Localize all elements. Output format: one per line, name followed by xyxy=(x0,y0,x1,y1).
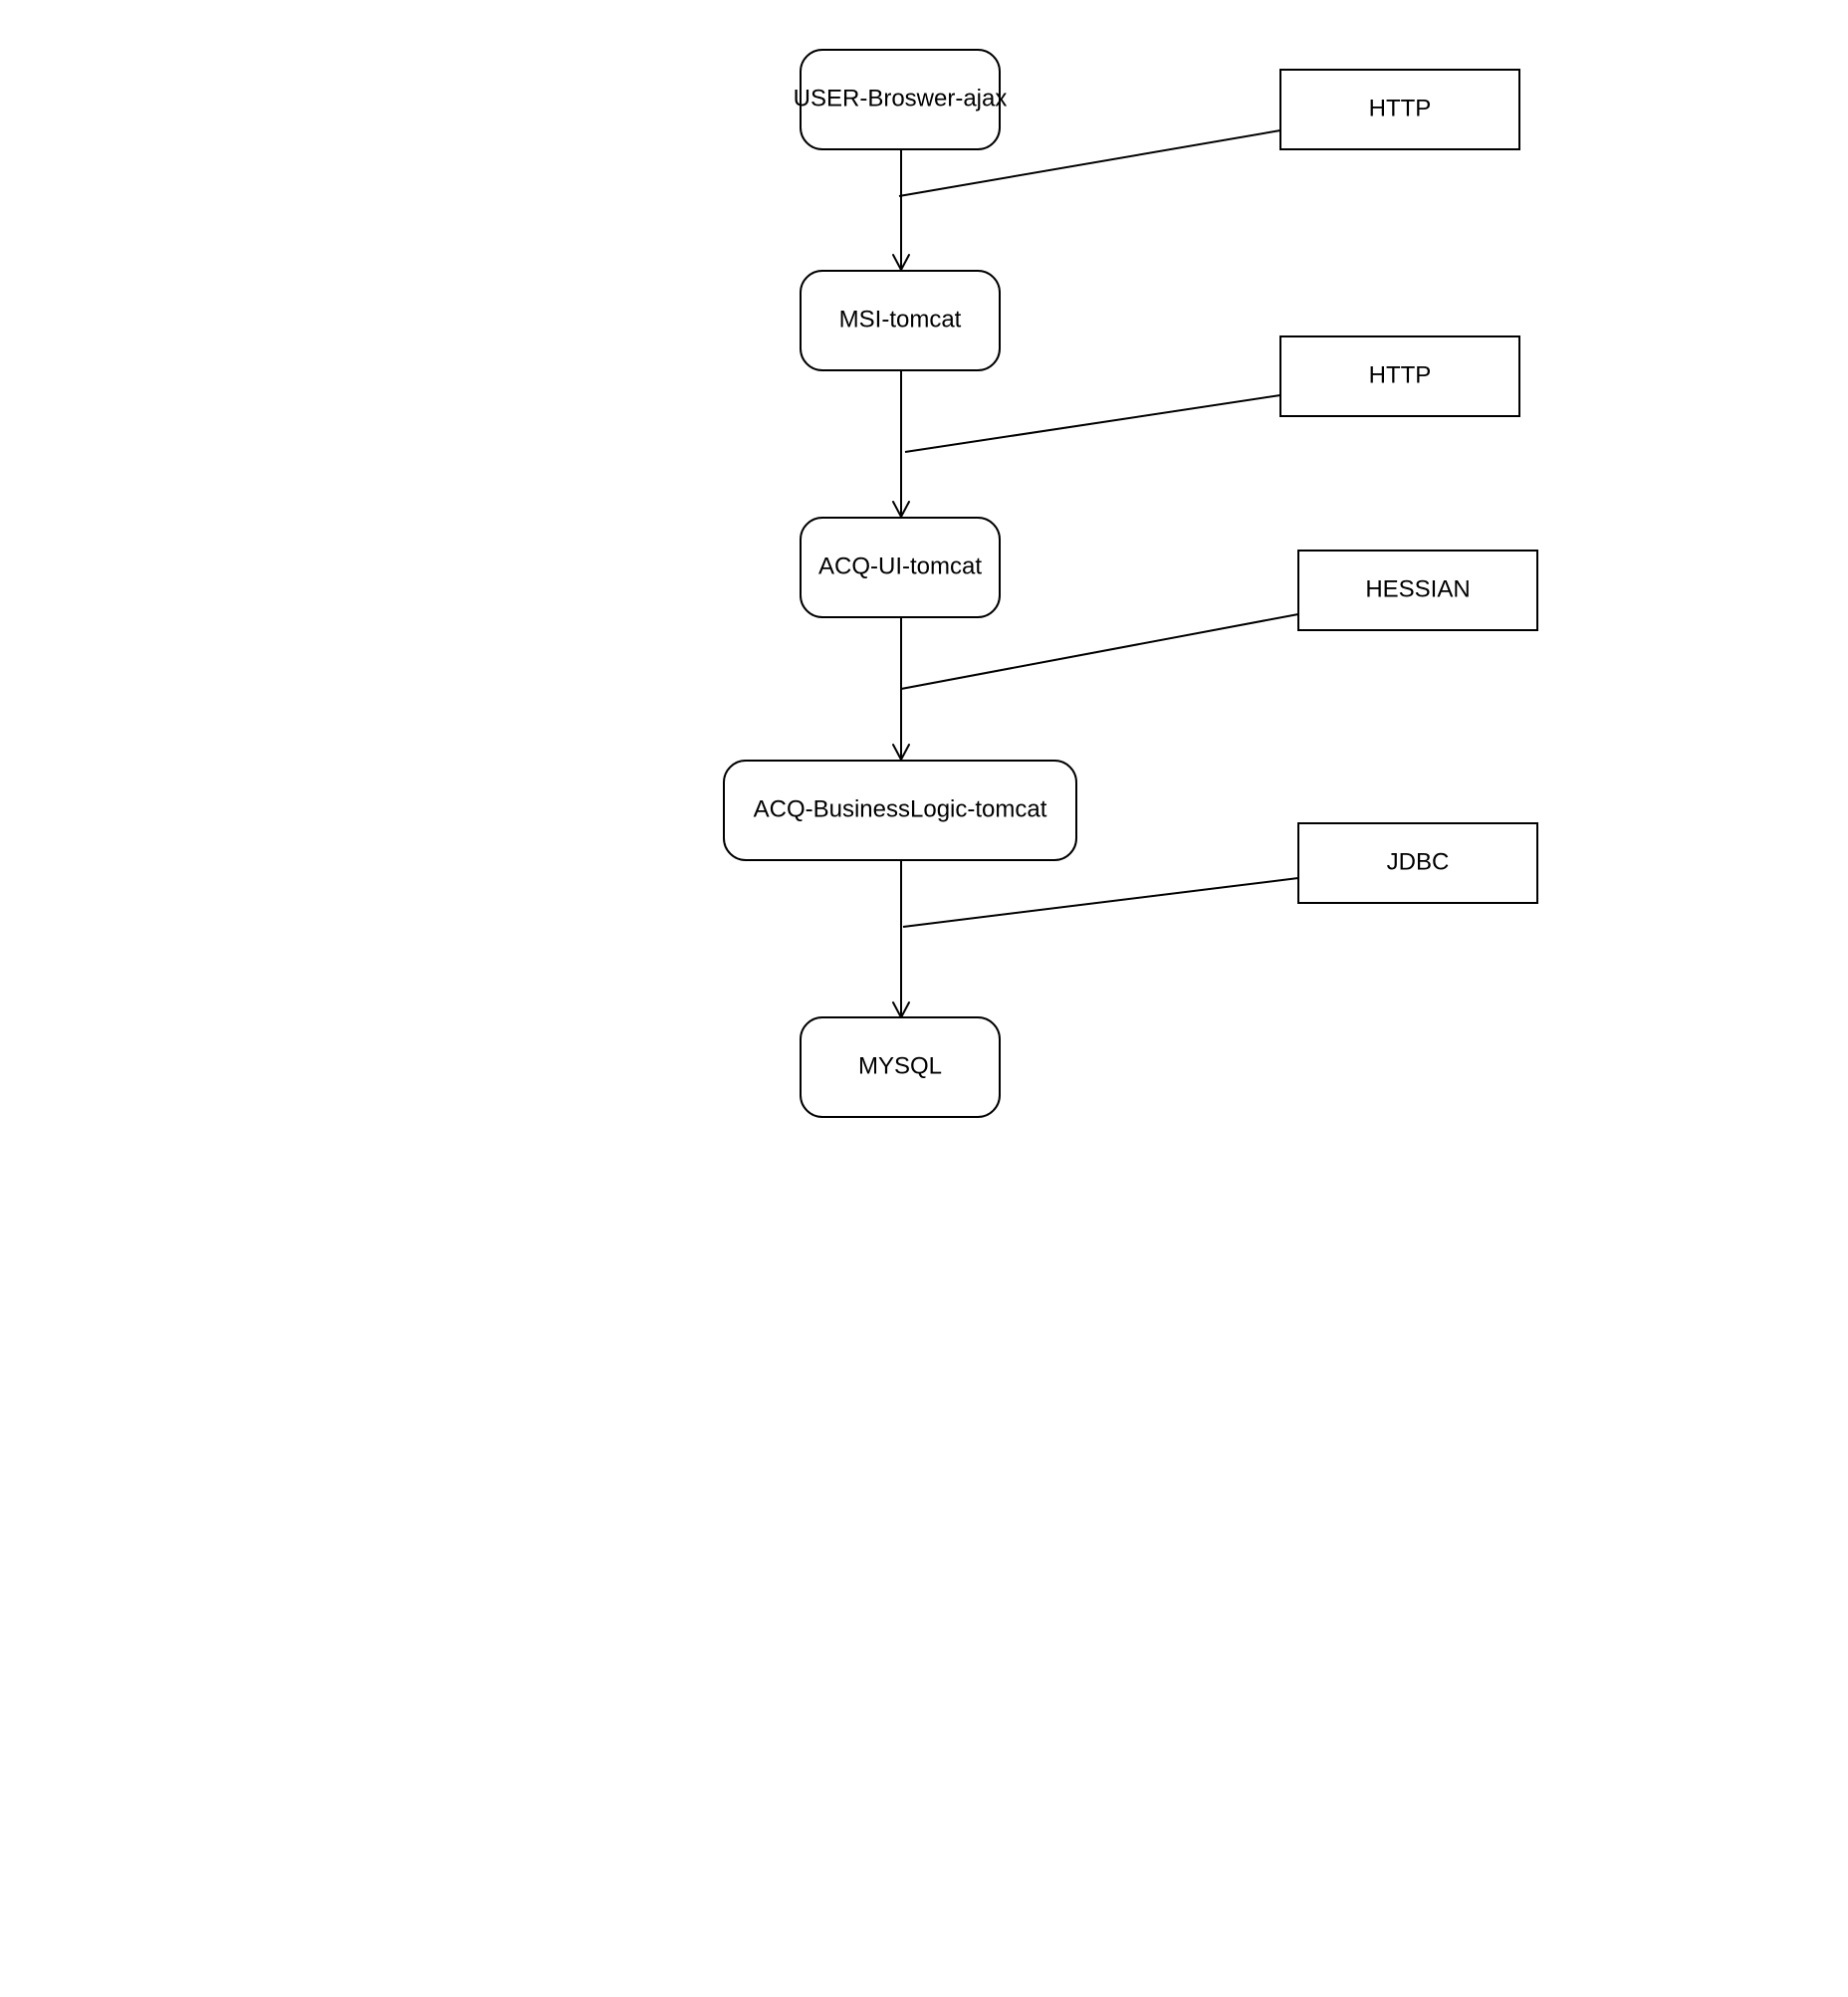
protocol-box-http-1-label: HTTP xyxy=(1369,95,1432,121)
protocol-box-hessian-box xyxy=(1297,550,1538,631)
node-msi-tomcat: MSI-tomcat xyxy=(800,270,1001,371)
protocol-box-jdbc: JDBC xyxy=(1297,822,1538,904)
connector-http-1 xyxy=(898,129,1281,197)
node-acq-business-logic-tomcat-label: ACQ-BusinessLogic-tomcat xyxy=(754,795,1047,822)
node-msi-tomcat-label: MSI-tomcat xyxy=(839,306,962,333)
node-mysql-box xyxy=(800,1016,1001,1118)
connector-hessian xyxy=(900,613,1299,690)
connector-http-2 xyxy=(904,394,1281,453)
protocol-box-http-1-box xyxy=(1279,69,1520,150)
node-msi-tomcat-box xyxy=(800,270,1001,371)
protocol-box-http-1: HTTP xyxy=(1279,69,1520,150)
node-acq-ui-tomcat-label: ACQ-UI-tomcat xyxy=(818,553,982,579)
protocol-box-hessian: HESSIAN xyxy=(1297,550,1538,631)
protocol-box-jdbc-label: JDBC xyxy=(1387,848,1450,875)
protocol-box-jdbc-box xyxy=(1297,822,1538,904)
protocol-box-http-2-label: HTTP xyxy=(1369,361,1432,388)
protocol-connectors xyxy=(898,129,1299,928)
node-acq-ui-tomcat-box xyxy=(800,517,1001,618)
connector-jdbc xyxy=(902,877,1299,928)
node-user-browser-box xyxy=(800,49,1001,150)
protocol-box-hessian-label: HESSIAN xyxy=(1365,575,1470,602)
protocol-box-http-2: HTTP xyxy=(1279,335,1520,417)
node-acq-business-logic-tomcat: ACQ-BusinessLogic-tomcat xyxy=(723,760,1077,861)
node-acq-business-logic-tomcat-box xyxy=(723,760,1077,861)
node-acq-ui-tomcat: ACQ-UI-tomcat xyxy=(800,517,1001,618)
node-user-browser: USER-Broswer-ajax xyxy=(794,49,1008,150)
node-mysql: MYSQL xyxy=(800,1016,1001,1118)
protocol-box-http-2-box xyxy=(1279,335,1520,417)
node-mysql-label: MYSQL xyxy=(858,1052,942,1079)
node-user-browser-label: USER-Broswer-ajax xyxy=(794,85,1008,111)
